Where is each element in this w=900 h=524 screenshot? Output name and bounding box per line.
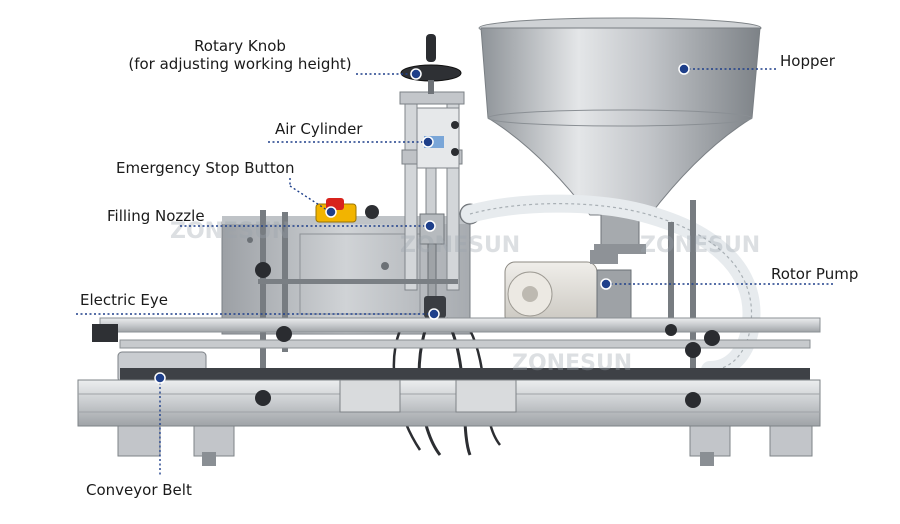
leader-dot [428,308,440,320]
control-box-bolt [381,262,389,270]
clamp-knob [685,392,701,408]
rail-end-block [92,324,118,342]
product-hose [461,194,761,379]
leader-dot [424,220,436,232]
guide-rod [690,200,696,410]
cylinder-fitting [451,148,459,156]
foot [202,452,216,466]
horizontal-rod [258,279,458,284]
clamp-knob [255,390,271,406]
label-air-cylinder: Air Cylinder [275,120,363,138]
watermark-text: ZONESUN [512,351,632,376]
knob-handle [426,34,436,62]
hose-outline [469,203,752,371]
clamp-knobs [255,262,720,408]
label-rotary-knob-line1: Rotary Knob [194,37,286,55]
guide-rods [258,200,696,415]
label-filling-nozzle: Filling Nozzle [107,207,205,225]
watermark-group: ZONESUN ZONESUN ZONESUN ZONESUN [170,219,760,376]
bracket-block [339,379,401,413]
leader-dot [600,278,612,290]
conveyor-art [77,351,821,466]
hopper [478,17,762,254]
control-box-bolt [247,237,253,243]
clamp-knob [685,342,701,358]
label-rotor-pump: Rotor Pump [771,265,859,283]
estop-aux-switch [365,205,379,219]
label-electric-eye: Electric Eye [80,291,168,309]
column-left-post [404,99,418,291]
conveyor-belt-surface [120,368,810,382]
clamp-knob [276,326,292,342]
label-rotary-knob-line2: (for adjusting working height) [128,55,352,73]
conveyor-frame [77,379,821,427]
clamp-knob [255,262,271,278]
leader-emergency-stop-h [289,185,331,213]
label-emergency-stop: Emergency Stop Button [116,159,295,177]
label-rotary-knob: Rotary Knob (for adjusting working heigh… [118,37,362,73]
leader-dot [422,136,434,148]
leader-lines [76,68,834,476]
bracket-block [455,379,517,413]
clamp-knob [665,324,677,336]
frame-leg [689,425,731,457]
guide-rod [260,210,266,415]
rotary-knob-art [400,34,462,94]
clamp-knob [704,330,720,346]
foot [700,452,714,466]
frame-leg [193,425,235,457]
pump-flange [590,250,618,264]
leader-dot [325,206,337,218]
leader-dot [154,372,166,384]
cylinder-fitting [451,121,459,129]
hopper-outlet-clamp [594,244,646,254]
label-hopper: Hopper [780,52,835,70]
watermark-text: ZONESUN [640,233,760,258]
watermark-text: ZONESUN [400,233,520,258]
leader-dot [410,68,422,80]
upper-guide-rail [99,317,821,333]
pump-gearbox [596,269,632,321]
upper-guide-rail-back [119,339,811,349]
hopper-body [480,27,761,216]
frame-leg [117,425,161,457]
pump-hub [522,286,538,302]
rotor-pump-art [504,250,632,327]
leader-dots [154,63,690,384]
air-cylinder-art [416,107,460,221]
frame-leg [769,425,813,457]
label-conveyor-belt: Conveyor Belt [86,481,192,499]
knob-wheel [400,64,462,82]
knob-shaft [428,80,434,94]
watermark-text: ZONESUN [170,219,290,244]
emergency-stop-button-art [315,198,379,223]
guide-rod [668,222,674,332]
leader-dot [678,63,690,75]
cylinder-rod [425,167,437,221]
hopper-cone-seam [487,109,753,127]
